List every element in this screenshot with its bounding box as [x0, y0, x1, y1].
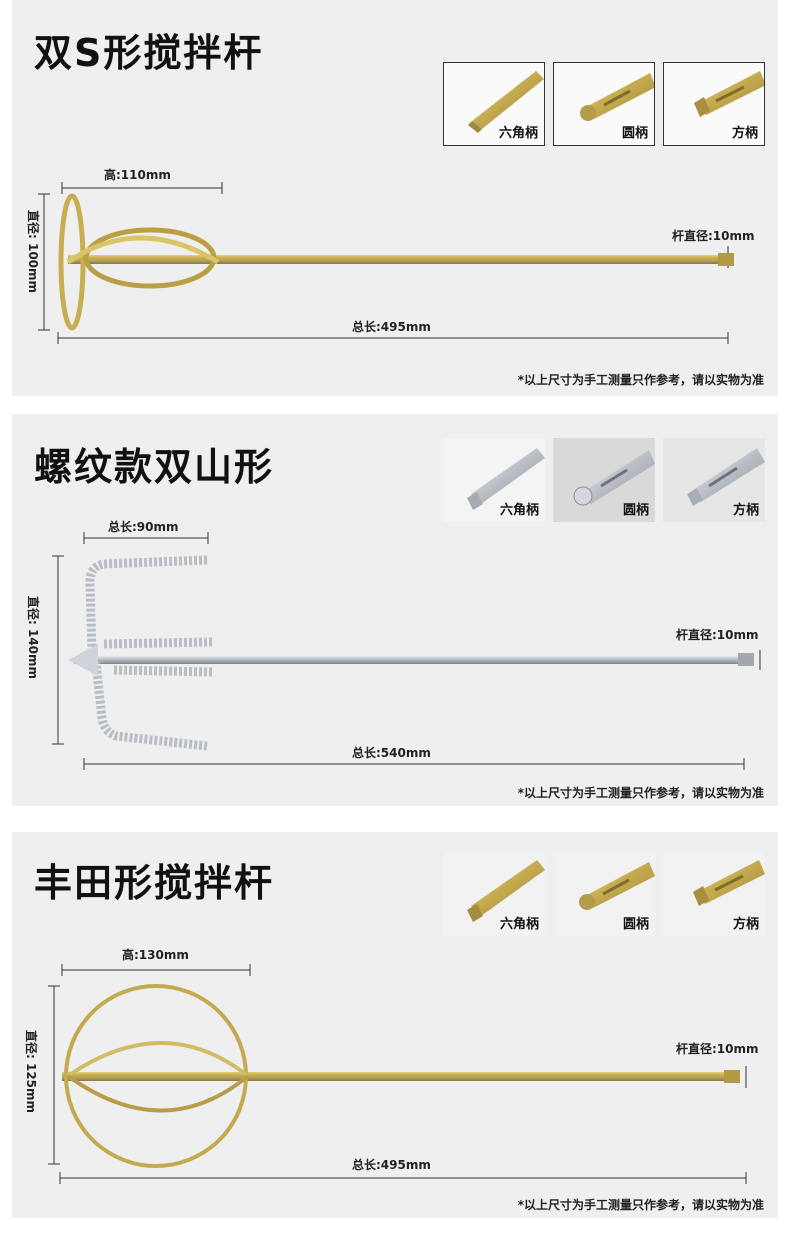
width-label: 总长:90mm [108, 520, 179, 534]
handle-label: 六角柄 [499, 917, 539, 932]
handle-label: 圆柄 [621, 126, 648, 141]
dimension-lines [48, 964, 747, 1184]
mixer-head [64, 984, 250, 1168]
section-title: 丰田形搅拌杆 [34, 861, 275, 905]
square-handle-thumb: 方柄 [663, 852, 765, 936]
round-handle-thumb: 圆柄 [553, 62, 655, 146]
rod-diameter-label: 杆直径:10mm [676, 628, 759, 642]
mixer-rod [68, 253, 734, 266]
mixer-head [85, 555, 213, 751]
round-shank-image [580, 73, 654, 121]
handle-label: 方柄 [732, 503, 759, 518]
round-handle-thumb: 圆柄 [553, 852, 655, 936]
hex-handle-thumb: 六角柄 [443, 852, 545, 936]
square-shank-image [687, 448, 765, 506]
handle-label: 六角柄 [498, 126, 538, 141]
handle-label: 圆柄 [622, 917, 649, 932]
measurement-note: *以上尺寸为手工测量只作参考，请以实物为准 [517, 786, 764, 800]
round-shank-image [573, 450, 655, 506]
square-shank-image [694, 71, 764, 117]
toyota-mixer-drawing [48, 964, 747, 1184]
square-handle-thumb: 方柄 [663, 62, 765, 146]
hex-handle-thumb: 六角柄 [443, 438, 545, 522]
diameter-label: 直径: 140mm [26, 596, 40, 680]
round-shank-image [579, 862, 655, 910]
mixer-rod [74, 653, 754, 666]
dimension-lines [38, 182, 729, 344]
hex-shank-image [467, 860, 545, 922]
height-label: 高:110mm [104, 168, 171, 182]
rod-diameter-label: 杆直径:10mm [676, 1042, 759, 1056]
square-handle-thumb: 方柄 [663, 438, 765, 522]
diameter-label: 直径: 125mm [24, 1030, 38, 1114]
handle-label: 方柄 [732, 917, 759, 932]
double-s-mixer-drawing [38, 182, 734, 344]
total-length-label: 总长:540mm [352, 746, 431, 760]
height-label: 高:130mm [122, 948, 189, 962]
handle-label: 六角柄 [499, 503, 539, 518]
round-handle-thumb: 圆柄 [553, 438, 655, 522]
dimension-lines [52, 532, 761, 770]
threaded-mixer-drawing [52, 532, 761, 770]
measurement-note: *以上尺寸为手工测量只作参考，请以实物为准 [517, 1198, 764, 1212]
section-threaded-double-mountain: 螺纹款双山形 六角柄 圆柄 方柄 [12, 414, 778, 806]
hex-shank-image [468, 71, 544, 133]
total-length-label: 总长:495mm [352, 320, 431, 334]
hex-handle-thumb: 六角柄 [443, 62, 545, 146]
rod-diameter-label: 杆直径:10mm [672, 229, 755, 243]
mixer-rod [62, 1070, 740, 1083]
section-title: 双S形搅拌杆 [34, 31, 264, 75]
handle-label: 方柄 [731, 126, 758, 141]
square-shank-image [693, 860, 765, 906]
section-title: 螺纹款双山形 [34, 445, 275, 489]
section-double-s-mixer: 双S形搅拌杆 六角柄 圆柄 方柄 [12, 0, 778, 396]
hex-shank-image [467, 448, 545, 510]
handle-label: 圆柄 [622, 503, 649, 518]
diameter-label: 直径: 100mm [26, 210, 40, 294]
mixer-head [58, 193, 220, 331]
section-toyota-mixer: 丰田形搅拌杆 六角柄 圆柄 方柄 [12, 832, 778, 1218]
measurement-note: *以上尺寸为手工测量只作参考，请以实物为准 [517, 373, 764, 387]
total-length-label: 总长:495mm [352, 1158, 431, 1172]
